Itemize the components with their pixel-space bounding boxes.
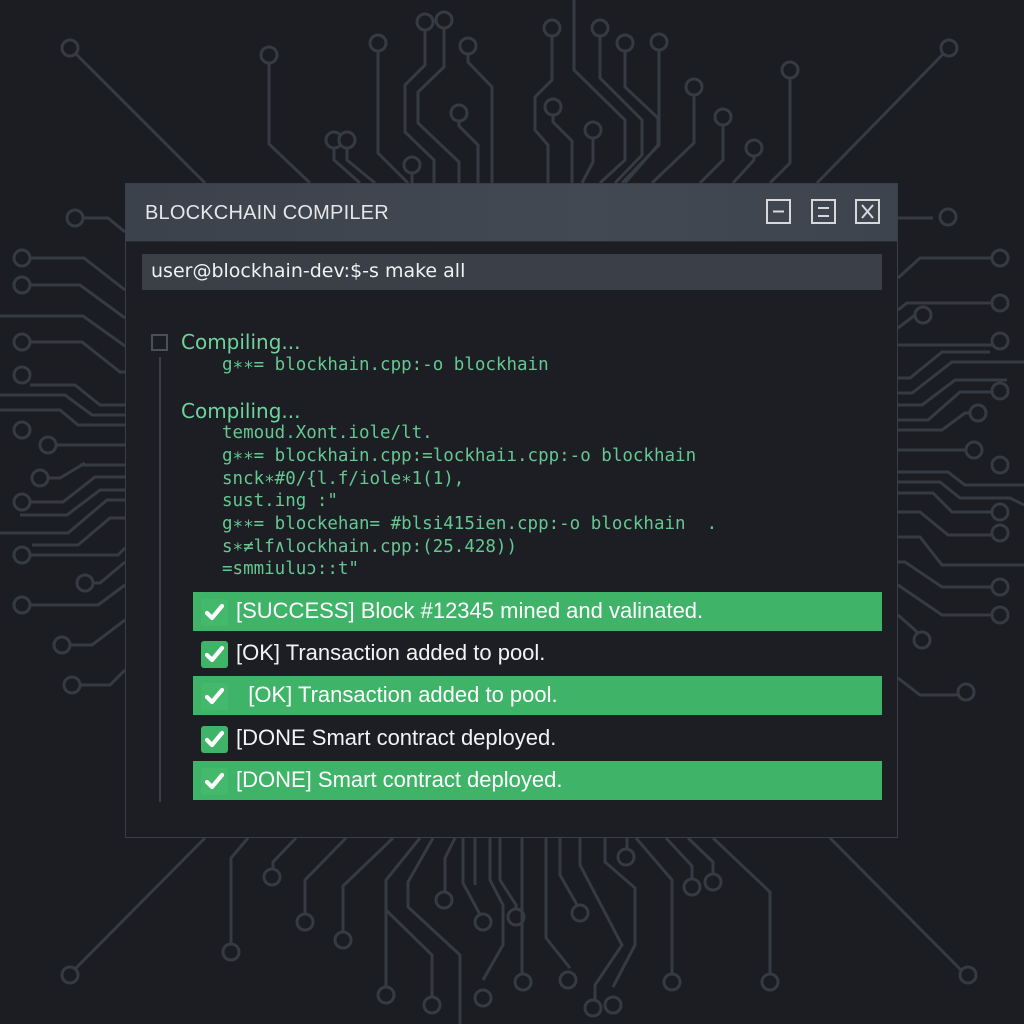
command-text: user@blockhain-dev:$-s make all (151, 260, 466, 282)
minimize-button[interactable] (766, 199, 791, 224)
log-line: g∗∗= blockehan= #blsi415ien.cpp:-o block… (222, 514, 718, 534)
status-line-ok: [OK] Transaction added to pool. (193, 634, 882, 673)
window-title: BLOCKCHAIN COMPILER (145, 202, 389, 224)
status-line-done-highlighted: [DONE] Smart contract deployed. (193, 761, 882, 800)
minimize-icon (773, 210, 784, 213)
check-icon (201, 641, 228, 668)
tree-guide-line (159, 357, 161, 802)
status-line-success: [SUCCESS] Block #12345 mined and valinat… (193, 592, 882, 631)
check-icon (201, 599, 228, 626)
maximize-icon (818, 207, 829, 217)
log-line: g∗∗= blockhain.cpp:=lockhaiı.cpp:-o bloc… (222, 446, 697, 466)
title-bar[interactable]: BLOCKCHAIN COMPILER (126, 184, 897, 242)
status-line-ok-highlighted: [OK] Transaction added to pool. (193, 676, 882, 715)
command-input[interactable]: user@blockhain-dev:$-s make all (142, 254, 882, 290)
log-line: g∗∗= blockhain.cpp:-o blockhain (222, 355, 549, 375)
close-icon (861, 204, 874, 219)
collapse-toggle[interactable] (151, 334, 168, 351)
close-button[interactable] (855, 199, 880, 224)
log-line: s∗≠lf∧lockhain.cpp:(25.428)) (222, 537, 518, 557)
section-heading: Compiling... (181, 330, 301, 354)
check-icon (201, 726, 228, 753)
section-heading: Compiling... (181, 399, 301, 423)
check-icon (201, 768, 228, 795)
maximize-button[interactable] (811, 199, 836, 224)
log-line: snck∗#0/{l.f/iole∗1(1), (222, 469, 465, 489)
log-line: =smmiuluɔ::t" (222, 559, 359, 579)
log-line: temoud.Xont.iole/lt. (222, 423, 433, 443)
status-line-done: [DONE Smart contract deployed. (193, 719, 882, 758)
log-line: sust.ing :" (222, 491, 338, 511)
check-icon (201, 683, 228, 710)
compiler-window: BLOCKCHAIN COMPILER user@blockhain-dev:$… (125, 183, 898, 838)
